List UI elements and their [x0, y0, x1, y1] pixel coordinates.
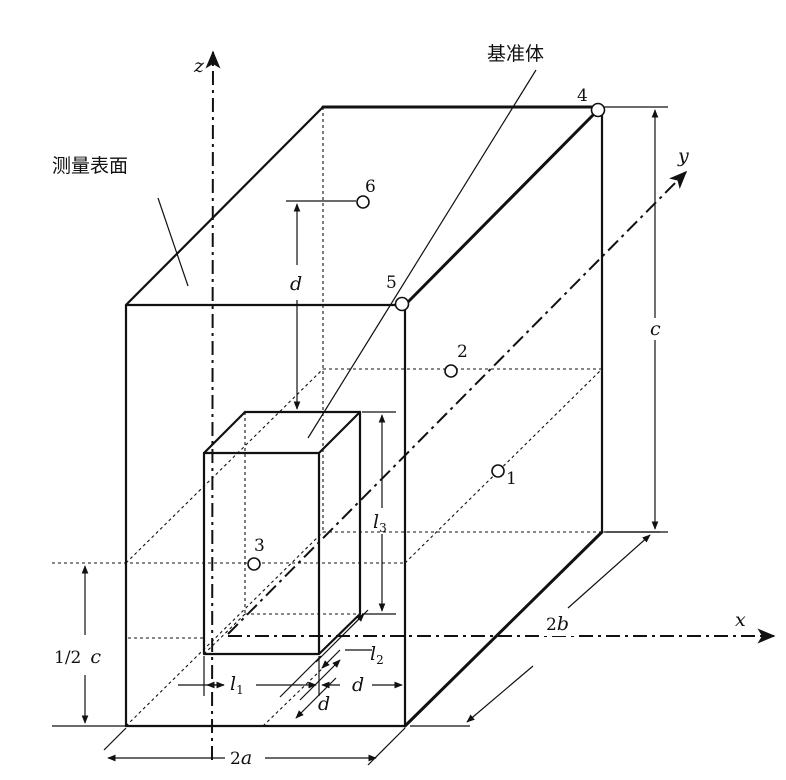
dim-l2-ext-front [279, 655, 322, 698]
point-4-label: 4 [577, 86, 588, 106]
dim-l2-var: l [370, 643, 376, 665]
measurement-surface-leader [157, 197, 189, 287]
point-3-marker [247, 557, 261, 571]
dim-2b-num: 2 [546, 615, 557, 635]
dim-l2-arrow-b [349, 613, 365, 629]
dim-2a-ext-right [367, 727, 406, 766]
dim-half-c-fraction: 1/2 [54, 648, 81, 668]
z-axis-line [205, 50, 221, 761]
ref-top-right [317, 410, 362, 455]
y-axis-label: y [677, 145, 689, 167]
point-6-label: 6 [365, 177, 376, 197]
point-1-label: 1 [506, 469, 517, 489]
dim-d-vert-label: d [290, 273, 302, 295]
ref-front-face [202, 451, 321, 656]
ref-top-left [202, 410, 247, 455]
dim-l3-sub: 3 [379, 521, 387, 535]
outer-box-top-left-edge [124, 105, 325, 307]
dim-l3-label: l3 [373, 511, 387, 535]
reference-body-leader [307, 69, 537, 439]
dim-half-c-label: 1/2 c [54, 646, 101, 668]
outer-box-hidden-bottom-left [125, 531, 324, 727]
dim-d-diag-line [295, 677, 337, 719]
x-axis-label: x [735, 609, 746, 631]
axes: z y x [193, 50, 776, 761]
reference-body [202, 410, 362, 656]
dim-2b-label: 2b [546, 613, 569, 635]
dim-d-diag-label: d [318, 693, 330, 715]
point-4-marker [590, 102, 606, 118]
dim-2a-num: 2 [230, 749, 241, 769]
point-2-label: 2 [457, 342, 468, 362]
dim-2a-var: a [241, 747, 252, 769]
dim-l1-sub: 1 [236, 683, 244, 697]
dim-l1-label: l1 [230, 673, 244, 697]
dim-half-c-var: c [90, 646, 101, 668]
outer-box-top-right-edge [403, 108, 600, 307]
ref-hidden-left-bottom [203, 613, 246, 655]
measurement-surface-label: 测量表面 [52, 155, 128, 177]
y-axis-line [227, 170, 688, 635]
floor-diag-line [262, 663, 328, 727]
dim-2b-var: b [557, 613, 569, 635]
dim-d-horiz-label: d [352, 674, 364, 696]
dim-2b-line-a [466, 665, 534, 723]
dim-l2-sub: 2 [376, 653, 384, 667]
dim-l2-arrow-a [321, 649, 341, 669]
dim-l3-var: l [373, 511, 379, 533]
point-5-label: 5 [386, 273, 397, 293]
point-3-label: 3 [254, 536, 265, 556]
mid-plane-left [125, 368, 324, 564]
reference-body-label: 基准体 [487, 43, 544, 65]
dimensions: c 1/2 c d l3 l1 [52, 106, 668, 769]
outer-box-bottom-right-edge [403, 530, 604, 728]
ref-right-bottom [317, 612, 362, 656]
mid-plane [52, 368, 603, 727]
point-2-marker [444, 364, 458, 378]
point-5-marker [394, 296, 410, 312]
dim-d-diag-line-b [299, 659, 341, 701]
dim-l2-label: l2 [370, 643, 384, 667]
dim-2b-line-b [567, 534, 651, 609]
point-1-marker [491, 464, 505, 478]
measurement-points: 1 2 3 4 5 6 [247, 86, 606, 571]
dim-l1-var: l [230, 673, 236, 695]
outer-box-front-face [124, 303, 407, 728]
labels: 基准体 测量表面 [52, 43, 544, 439]
mid-plane-right [404, 368, 603, 564]
z-axis-label: z [193, 55, 205, 77]
dim-2a-ext-left [103, 727, 127, 751]
dim-c-label: c [650, 318, 661, 340]
point-6-marker [356, 195, 370, 209]
outer-box [124, 105, 604, 728]
dim-2a-label: 2a [230, 747, 252, 769]
